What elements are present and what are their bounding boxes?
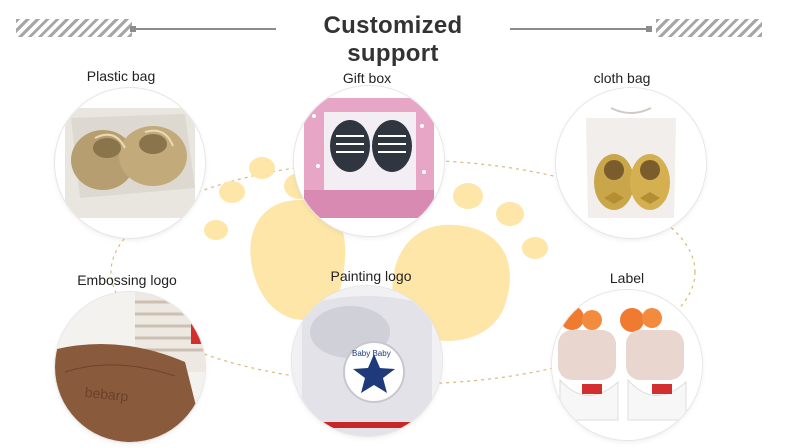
section-header: Customized support xyxy=(0,0,806,67)
label-label: Label xyxy=(609,270,645,286)
label-embossing-logo: Embossing logo xyxy=(77,272,177,288)
embossed-sole-photo: bebarp xyxy=(55,292,205,442)
decorative-rule-right xyxy=(510,28,648,30)
svg-text:bebarp: bebarp xyxy=(84,384,129,404)
page-title: Customized support xyxy=(323,12,463,67)
svg-text:Baby Baby: Baby Baby xyxy=(352,349,391,358)
gift-box-shoes-photo xyxy=(294,86,444,236)
label-gift-box: Gift box xyxy=(342,70,392,86)
label-plastic-bag: Plastic bag xyxy=(86,68,156,84)
decorative-dot-right xyxy=(646,26,652,32)
label-tag-photo xyxy=(552,290,702,440)
label-painting-logo: Painting logo xyxy=(330,268,412,284)
painted-logo-photo: Baby Baby xyxy=(292,286,442,436)
label-cloth-bag: cloth bag xyxy=(593,70,651,86)
decorative-dot-left xyxy=(130,26,136,32)
decorative-stripes-right xyxy=(656,19,762,37)
decorative-rule-left xyxy=(134,28,276,30)
decorative-stripes-left xyxy=(16,19,132,37)
cloth-bag-shoes-photo xyxy=(556,88,706,238)
plastic-bag-shoes-photo xyxy=(55,88,205,238)
